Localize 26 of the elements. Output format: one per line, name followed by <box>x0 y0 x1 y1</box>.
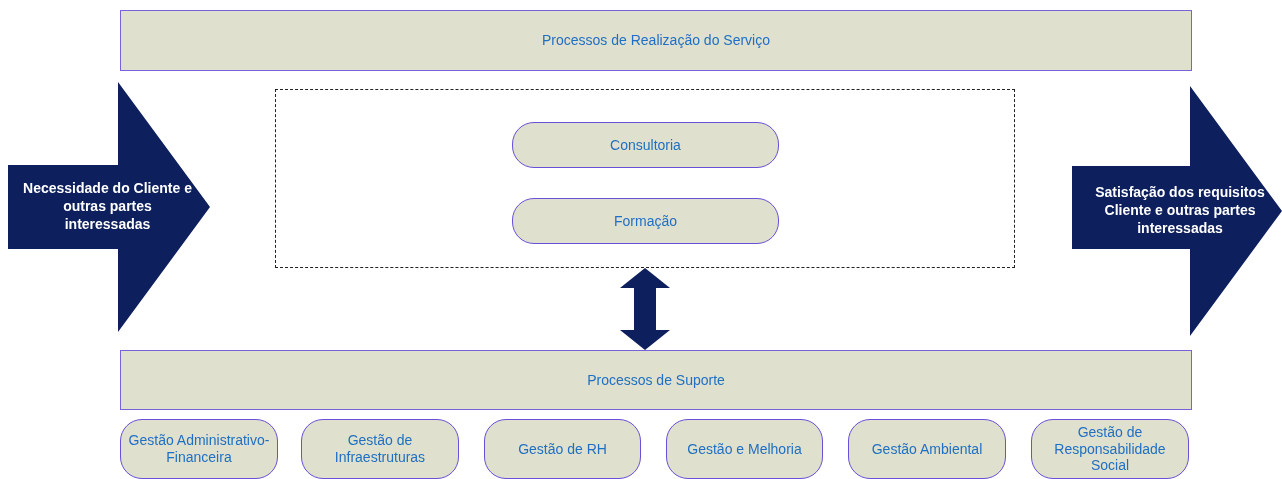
node-label: Processos de Suporte <box>587 371 725 389</box>
node-label: Gestão e Melhoria <box>686 440 803 458</box>
process-band <box>120 350 1192 410</box>
node-label: Processos de Realização do Serviço <box>542 32 770 49</box>
node-label: Gestão Ambiental <box>870 440 984 458</box>
process-pill <box>120 419 278 479</box>
node-label: Gestão de Responsabilidade Social <box>1053 423 1167 475</box>
double-arrow <box>620 268 670 350</box>
process-pill <box>666 419 823 479</box>
process-band <box>120 10 1192 71</box>
process-pill <box>1031 419 1189 479</box>
block-arrow-shape <box>1072 86 1282 336</box>
process-pill <box>512 198 779 244</box>
node-label: Gestão Administrativo-Financeira <box>127 432 271 466</box>
process-pill <box>484 419 641 479</box>
node-label: Gestão de Infraestruturas <box>333 432 427 466</box>
node-label: Formação <box>613 212 678 230</box>
node-label: Necessidade do Cliente e outras partes interessadas <box>22 179 193 234</box>
process-pill <box>848 419 1006 479</box>
process-pill <box>512 122 779 168</box>
block-arrow-shape <box>8 82 210 332</box>
node-label: Consultoria <box>609 136 682 154</box>
process-pill <box>301 419 459 479</box>
dashed-group-box <box>275 89 1015 268</box>
node-label: Gestão de RH <box>517 440 608 458</box>
node-label: Satisfação dos requisitos Cliente e outras partes interessadas <box>1094 183 1266 238</box>
